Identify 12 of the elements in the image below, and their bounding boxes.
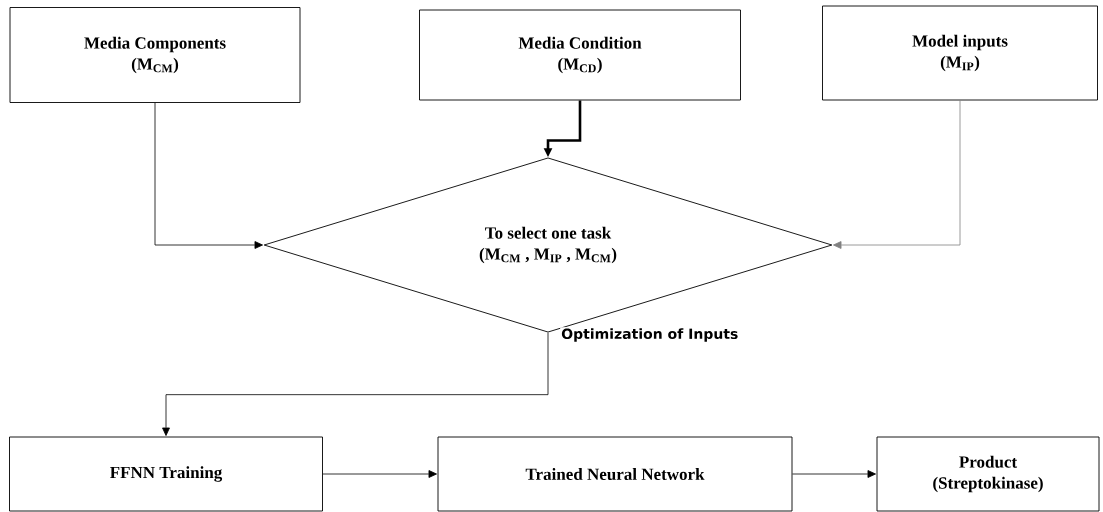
arrow xyxy=(162,332,549,436)
arrow xyxy=(792,470,876,478)
arrow xyxy=(322,470,437,478)
process-box: Media Components (M$_{CM}$) xyxy=(9,7,301,103)
process-box: Trained Neural Network xyxy=(437,436,793,512)
edge-label: Optimization of Inputs xyxy=(560,327,740,343)
arrow xyxy=(833,100,961,249)
arrow xyxy=(154,102,263,249)
process-box: FFNN Training xyxy=(9,436,323,512)
process-box: Media Condition (M$_{CD}$) xyxy=(419,9,741,101)
process-box: Product (Streptokinase) xyxy=(876,436,1100,512)
process-box: Model inputs (M$_{IP}$) xyxy=(822,5,1098,101)
